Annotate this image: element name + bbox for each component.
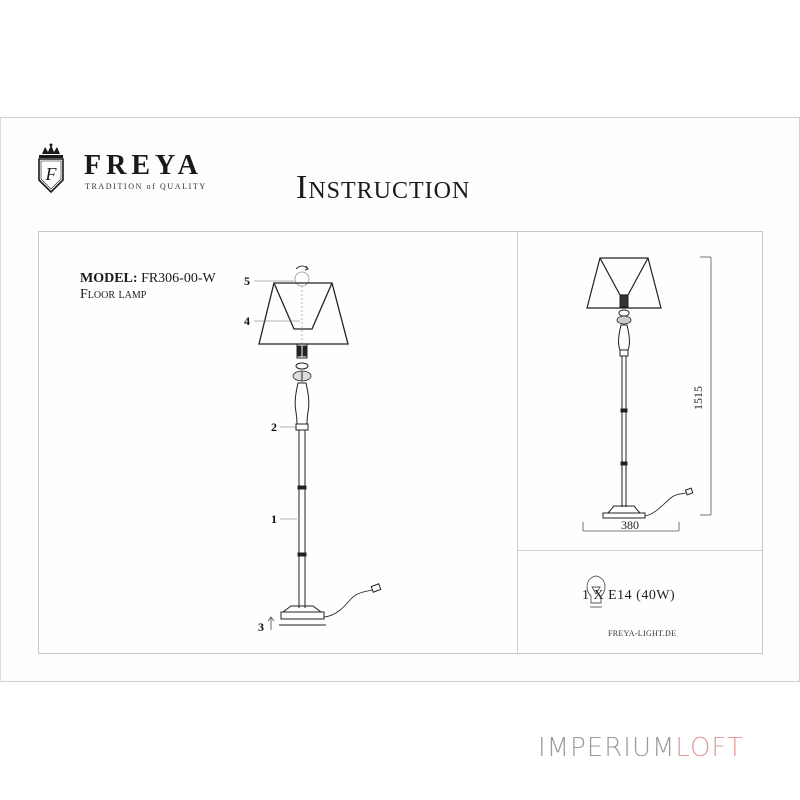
svg-text:F: F	[45, 164, 58, 184]
imperiumloft-watermark: IMPERIUMLOFT	[538, 733, 744, 763]
width-dimension: 380	[621, 518, 639, 532]
freya-logo: F FREYA TRADITION of QUALITY	[36, 142, 216, 200]
callout-1: 1	[271, 512, 277, 526]
diagram-frame: MODEL: FR306-00-W Floor lamp	[38, 231, 763, 654]
horizontal-divider	[518, 550, 762, 551]
model-info: MODEL: FR306-00-W Floor lamp	[80, 271, 216, 303]
watermark-part1: IMPERIUM	[538, 733, 676, 763]
callout-4: 4	[244, 314, 250, 328]
page-title: Instruction	[296, 169, 471, 206]
website-link[interactable]: FREYA-LIGHT.DE	[608, 629, 677, 638]
model-number: FR306-00-W	[141, 271, 216, 286]
light-bulb-icon	[586, 575, 606, 608]
model-label: MODEL:	[80, 271, 138, 286]
callout-2: 2	[271, 420, 277, 434]
vertical-divider	[517, 232, 518, 653]
bulb-spec: 1 X E14 (40W)	[582, 588, 676, 603]
brand-tagline: TRADITION of QUALITY	[85, 182, 207, 191]
callout-5: 5	[244, 274, 250, 288]
crest-icon: F	[38, 143, 64, 194]
product-type: Floor lamp	[80, 287, 147, 302]
callout-3: 3	[258, 620, 264, 634]
watermark-part2: LOFT	[675, 733, 744, 763]
brand-name: FREYA	[84, 150, 203, 181]
height-dimension: 1515	[691, 386, 705, 410]
